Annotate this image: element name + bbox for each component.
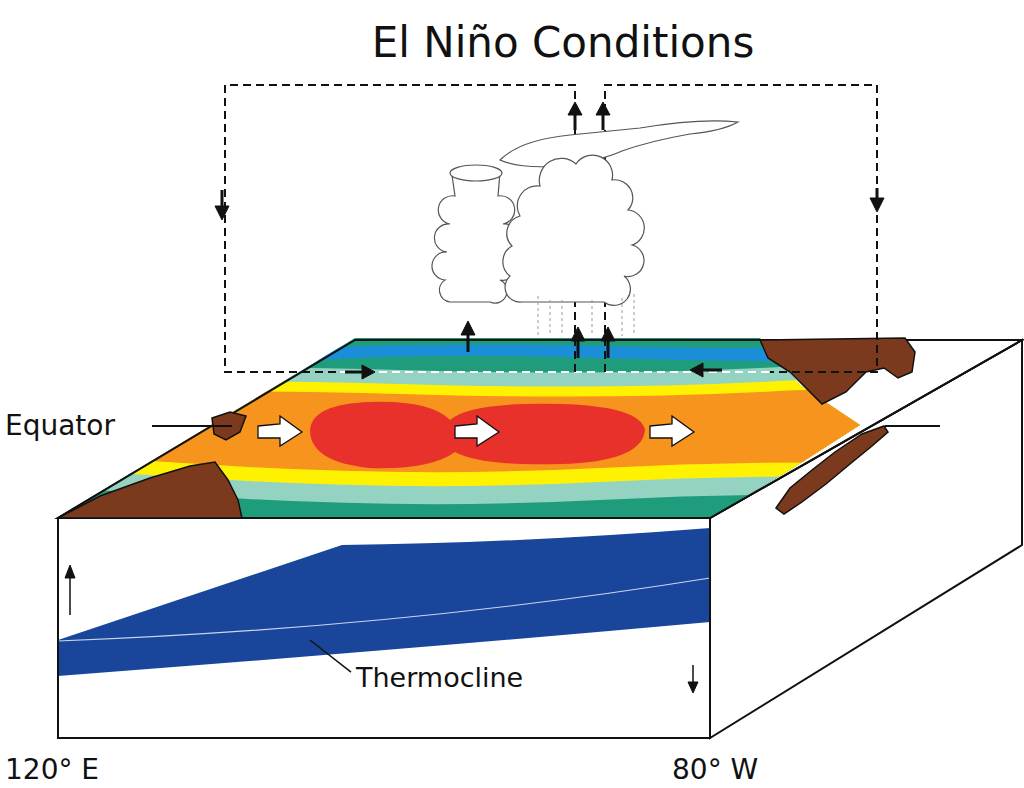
cloud-anvil — [500, 121, 738, 167]
rain — [538, 294, 634, 336]
longitude-label: 120° E — [5, 756, 99, 784]
flow-arrows — [65, 102, 884, 693]
current-arrow — [455, 416, 499, 446]
deep-cold-water — [58, 528, 710, 676]
arrow-shaft — [221, 190, 224, 208]
cloud — [503, 155, 644, 305]
arrow-shaft — [577, 339, 580, 358]
arrow-shaft — [69, 576, 71, 615]
thermocline-label: Thermocline — [356, 664, 523, 691]
longitude-label: 80° W — [672, 756, 758, 784]
arrow-head — [362, 365, 375, 379]
arrow-head — [461, 321, 475, 335]
arrow-shaft — [692, 665, 694, 684]
australia-land — [58, 462, 242, 518]
arrow-head — [65, 565, 75, 578]
sst-band-green — [0, 330, 1024, 530]
equator-line — [152, 425, 232, 427]
equator-label: Equator — [5, 412, 115, 440]
cloud-top — [450, 165, 502, 181]
arrow-head — [568, 102, 582, 115]
arrow-head — [690, 363, 703, 377]
box-front-outline — [58, 518, 710, 738]
arrow-head — [870, 198, 884, 212]
diagram-title: El Niño Conditions — [372, 22, 755, 64]
box-front-face — [58, 518, 710, 738]
leader-line — [310, 640, 351, 672]
walker-circulation-surface — [340, 371, 770, 373]
arrow-head — [688, 682, 698, 693]
arrow-shaft — [467, 333, 470, 352]
arrow-head — [596, 102, 610, 115]
arrow-shaft — [345, 371, 364, 374]
equator-line — [885, 425, 940, 427]
arrow-head — [601, 327, 615, 341]
current-arrow — [650, 416, 694, 446]
current-arrow — [258, 416, 302, 446]
arrow-shaft — [702, 369, 722, 372]
warm-pool — [310, 402, 645, 468]
sea-surface — [0, 330, 1024, 530]
south-america-land — [776, 426, 888, 514]
arrow-head — [571, 327, 585, 341]
thermocline-line — [58, 578, 710, 641]
arrow-head — [215, 206, 229, 220]
arrow-shaft — [607, 339, 610, 358]
